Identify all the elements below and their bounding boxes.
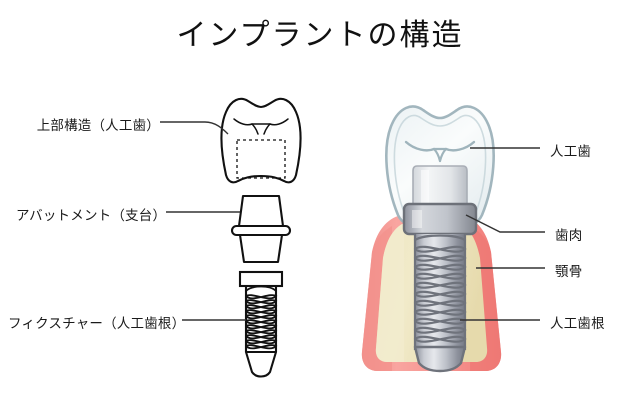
label-abutment: アバットメント（支台） xyxy=(16,208,167,224)
leader-line-gum xyxy=(465,214,545,233)
left-crown-part xyxy=(220,97,302,184)
right-abutment xyxy=(412,165,468,206)
label-artificial-tooth: 人工歯 xyxy=(550,144,592,160)
label-jawbone: 顎骨 xyxy=(555,264,583,280)
label-crown: 上部構造（人工歯） xyxy=(36,118,160,134)
left-abutment-part xyxy=(230,194,292,264)
leader-line-crown xyxy=(160,121,229,135)
left-fixture-part xyxy=(238,270,284,378)
label-fixture: フィクスチャー（人工歯根） xyxy=(8,316,186,332)
label-gum: 歯肉 xyxy=(555,228,583,244)
right-implant-screw xyxy=(413,234,467,373)
label-artificial-root: 人工歯根 xyxy=(550,316,605,332)
right-implant-collar xyxy=(402,202,478,236)
page-title: インプラントの構造 xyxy=(176,18,464,53)
